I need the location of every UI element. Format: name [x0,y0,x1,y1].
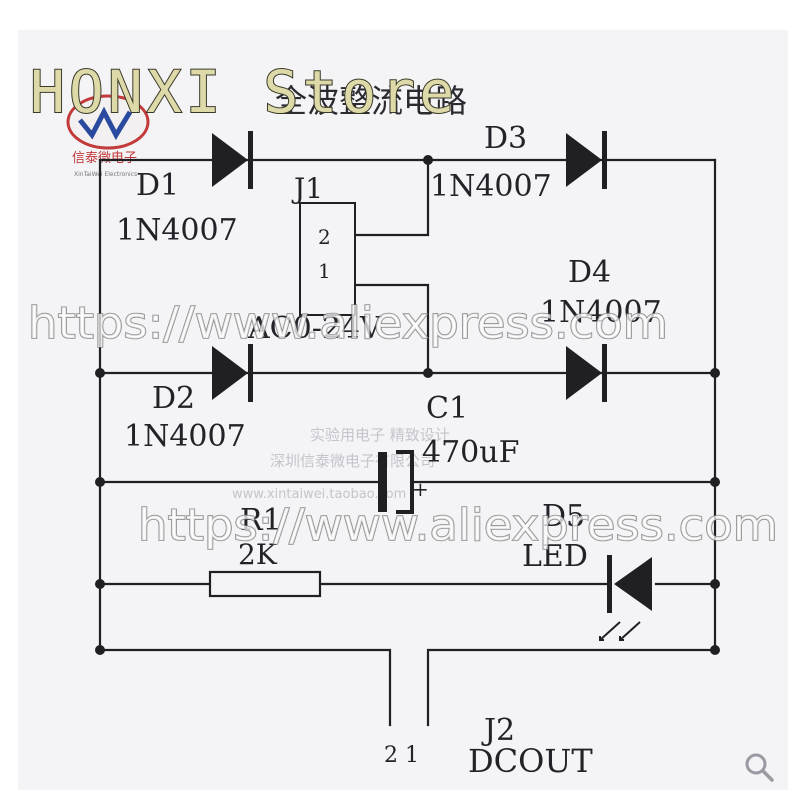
c1-value: 470uF [422,435,519,470]
zoom-icon[interactable] [745,753,774,782]
diode-d3-symbol-icon [566,133,602,187]
d5-label: D5 [542,499,585,534]
connector-j1: J1 2 1 AC0-24V [247,172,383,346]
d3-label: D3 [484,121,527,156]
j2-pins: 2 1 [384,743,419,768]
faint-caption-3: www.xintaiwei.taobao.com [232,487,406,502]
url-watermark-bottom: https://www.aliexpress.com [138,500,778,551]
junction-dots [95,155,720,655]
c1-plate-negative [378,452,387,512]
j1-pin2: 2 [318,225,331,249]
d2-part: 1N4007 [124,419,246,454]
r1-body [208,570,322,598]
j2-dcout: DCOUT [468,742,593,780]
led-d5-symbol-icon [614,557,652,611]
faint-caption-1: 实验用电子 精致设计 [310,426,450,444]
led-d5: D5 LED [522,499,652,641]
d4-part: 1N4007 [540,295,662,330]
d4-label: D4 [568,255,611,290]
led-arrow-1-icon [599,621,621,641]
resistor-r1: R1 2K [208,503,322,598]
diode-d3: D3 1N4007 [430,121,607,204]
store-watermark: HONXI Store [30,58,458,126]
r1-label: R1 [240,503,282,538]
diode-d2: D2 1N4007 [124,344,253,454]
d3-part: 1N4007 [430,169,552,204]
j1-voltage: AC0-24V [247,311,383,346]
capacitor-c1: + C1 470uF [378,391,519,514]
j1-label: J1 [291,172,323,205]
led-arrow-2-icon [619,621,641,641]
d1-label: D1 [136,168,179,203]
j1-pin1: 1 [318,259,331,283]
paper-background [18,30,788,790]
diode-d1: D1 1N4007 [116,131,253,248]
diode-d2-symbol-icon [212,346,248,400]
diode-d4-symbol-icon [566,346,602,400]
c1-plus: + [412,477,429,501]
company-logo: 信泰微电子 XinTaiWei Electronics [66,94,150,178]
circuit-wires [98,158,717,727]
connector-j2: 2 1 J2 DCOUT [384,713,593,780]
r1-value: 2K [238,538,278,571]
d1-part: 1N4007 [116,213,238,248]
logo-name: 信泰微电子 [72,151,137,166]
diode-d4: D4 1N4007 [540,255,662,402]
logo-w-icon [78,106,133,141]
logo-subtitle: XinTaiWei Electronics [74,171,137,178]
url-watermark-top: https://www.aliexpress.com [28,298,668,349]
d5-type: LED [522,539,588,574]
j2-label: J2 [481,713,515,748]
d2-label: D2 [152,381,195,416]
c1-plate-positive [396,450,414,514]
schematic-title: 全波整流电路 [275,82,467,120]
faint-caption-2: 深圳信泰微电子有限公司 [270,452,435,470]
diode-d1-symbol-icon [212,133,248,187]
c1-label: C1 [426,391,468,426]
